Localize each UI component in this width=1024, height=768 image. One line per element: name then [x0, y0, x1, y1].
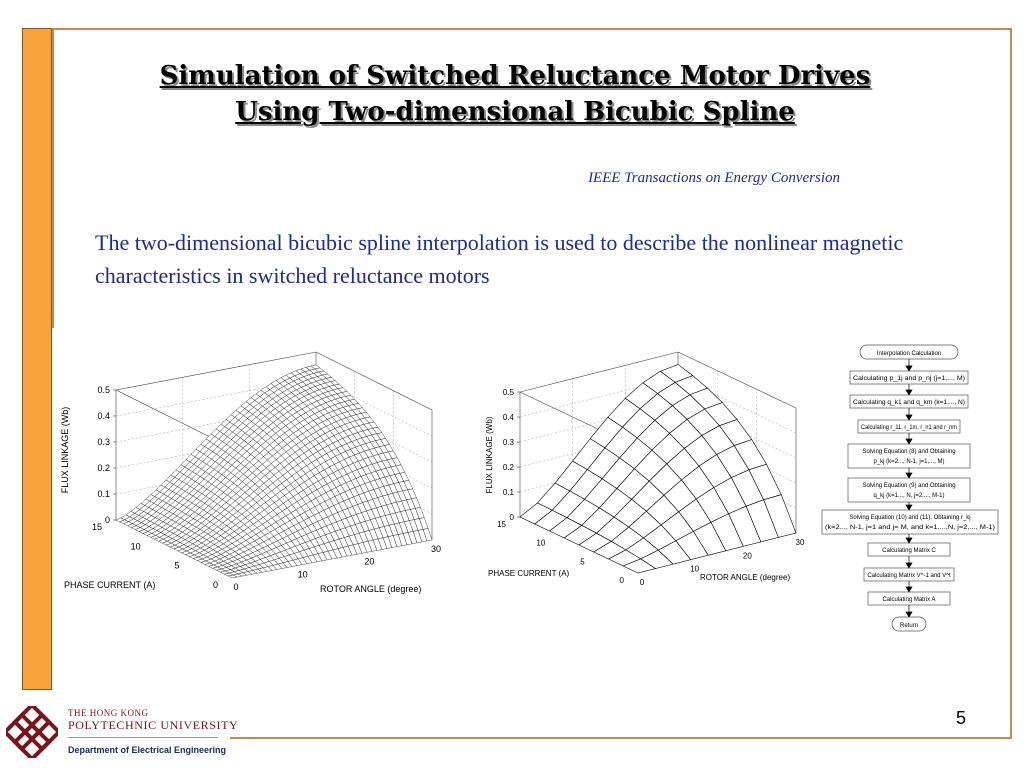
surface-plot-coarse-svg: 0 0.1 0.2 0.3 0.4 0.5 15 10 5 0 0 10 20 30 FLUX LINKAG…	[485, 351, 805, 587]
y-axis-label: ROTOR ANGLE (degree)	[320, 584, 421, 594]
angle-tick-label: 0	[233, 582, 238, 592]
z-axis-label: FLUX LINKAGE (Wb)	[60, 407, 70, 494]
z-tick-label: 0	[105, 515, 110, 525]
tick-labels: 0 0.1 0.2 0.3 0.4 0.5 15 10 5 0 0 10 20 30	[497, 388, 805, 587]
z-tick-label: 0.4	[97, 411, 110, 421]
angle-tick-label: 30	[431, 544, 441, 554]
flow-text-11: Calculating Matrix V^-1 and V^t	[867, 573, 951, 579]
university-name-line-2: Polytechnic University	[68, 718, 239, 732]
frame-top-line	[52, 28, 1012, 30]
flow-step-eq8: Solving Equation (8) and Obtaining p_kj …	[847, 443, 971, 469]
flow-text-5: p_kj (k=2..., N-1, j=1,..., M)	[873, 459, 944, 465]
z-tick-label: 0.3	[97, 437, 110, 447]
z-tick-label: 0.1	[97, 489, 110, 499]
slide-title: Simulation of Switched Reluctance Motor …	[60, 58, 970, 130]
angle-tick-label: 20	[364, 557, 374, 567]
flow-text-12: Calculating Matrix A	[882, 597, 935, 603]
flow-step-eq9: Solving Equation (9) and Obtaining q_kj …	[847, 477, 971, 503]
surface	[115, 364, 433, 579]
frame-bottom-line	[230, 737, 1012, 739]
z-tick-label: 0.1	[503, 488, 515, 497]
back-top-edge	[519, 351, 679, 393]
flow-step-matrix-c: Calculating Matrix C	[867, 542, 951, 557]
current-tick-label: 0	[620, 576, 625, 585]
z-tick-label: 0	[510, 513, 515, 522]
flow-text-10: Calculating Matrix C	[882, 548, 936, 554]
current-tick-label: 10	[536, 539, 545, 548]
flow-step-r: Calculating r_11, r_1m, r_n1 and r_nm	[857, 419, 961, 434]
angle-tick-label: 30	[796, 538, 805, 547]
flow-step-interpolation: Interpolation Calculation	[859, 344, 959, 360]
angle-tick-label: 10	[690, 565, 699, 574]
z-tick-label: 0.5	[503, 388, 515, 397]
university-name-line-1: The Hong Kong	[68, 708, 149, 718]
flow-text-7: q_kj (k=1..., N, j=2,..., M-1)	[873, 493, 944, 499]
z-tick-label: 0.2	[97, 463, 110, 473]
current-tick-label: 10	[131, 541, 141, 551]
angle-tick-label: 10	[298, 569, 308, 579]
surface	[519, 364, 797, 574]
current-tick-label: 0	[213, 580, 218, 590]
flow-text-0: Interpolation Calculation	[877, 351, 941, 357]
current-tick-label: 15	[497, 520, 506, 529]
flowchart-svg: Interpolation Calculation Calculating p_…	[821, 344, 999, 632]
grid-z-back	[519, 376, 679, 418]
department-name: Department of Electrical Engineering	[68, 745, 227, 755]
page-number: 5	[955, 708, 966, 728]
flow-text-8: Solving Equation (10) and (11), Obtainin…	[849, 515, 970, 521]
body-text: The two-dimensional bicubic spline inter…	[95, 230, 904, 288]
flow-text-1: Calculating p_1j and p_nj (j=1,..., M)	[853, 376, 965, 382]
back-top-edge	[115, 351, 317, 391]
university-logo-icon	[6, 706, 58, 758]
y-axis-label: ROTOR ANGLE (degree)	[700, 573, 790, 582]
flow-text-9: (k=2..., N-1, j=1 and j= M, and k=1,...,…	[825, 525, 995, 531]
surface-plot-coarse: 0 0.1 0.2 0.3 0.4 0.5 15 10 5 0 0 10 20 30 FLUX LINKAG…	[480, 345, 810, 590]
current-tick-label: 15	[92, 522, 102, 532]
tick-labels: 0 0.1 0.2 0.3 0.4 0.5 15 10 5 0 0 10 20 30	[92, 385, 441, 592]
frame-left-line	[52, 28, 54, 328]
angle-tick-label: 20	[743, 551, 752, 560]
right-top-edge	[315, 351, 433, 411]
z-tick-label: 0.2	[503, 463, 515, 472]
angle-tick-label: 0	[640, 578, 645, 587]
x-axis-label: PHASE CURRENT (A)	[64, 580, 155, 590]
x-axis-label: PHASE CURRENT (A)	[488, 569, 570, 578]
z-tick-label: 0.5	[97, 385, 110, 395]
frame-right-line	[1010, 28, 1012, 738]
flow-text-4: Solving Equation (8) and Obtaining	[862, 449, 955, 455]
flow-step-q: Calculating q_k1 and q_km (k=1,..., N)	[849, 394, 969, 409]
flow-step-p: Calculating p_1j and p_nj (j=1,..., M)	[849, 370, 969, 385]
flow-text-3: Calculating r_11, r_1m, r_n1 and r_nm	[861, 425, 957, 431]
flow-text-13: Return	[900, 623, 918, 629]
flow-step-return: Return	[891, 616, 927, 632]
grid-z-back	[519, 401, 679, 443]
flowchart: Interpolation Calculation Calculating p_…	[820, 342, 1000, 642]
title-line-2: Using Two-dimensional Bicubic Spline	[235, 97, 795, 127]
surface-facet	[763, 494, 797, 538]
flow-step-eq10: Solving Equation (10) and (11), Obtainin…	[821, 509, 999, 535]
z-tick-label: 0.4	[503, 413, 515, 422]
right-top-edge	[677, 351, 797, 409]
journal-name: IEEE Transactions on Energy Conversion	[588, 170, 840, 186]
current-tick-label: 5	[580, 557, 585, 566]
flow-step-matrix-v: Calculating Matrix V^-1 and V^t	[863, 567, 955, 582]
flow-text-6: Solving Equation (9) and Obtaining	[862, 483, 955, 489]
surface-plot-dense-svg: 0 0.1 0.2 0.3 0.4 0.5 15 10 5 0 0 10 20 30 FLUX LINKAG…	[60, 351, 441, 594]
z-tick-label: 0.3	[503, 438, 515, 447]
flow-text-2: Calculating q_k1 and q_km (k=1,..., N)	[853, 400, 965, 406]
title-line-1: Simulation of Switched Reluctance Motor …	[159, 61, 871, 91]
flow-step-matrix-a: Calculating Matrix A	[867, 591, 951, 606]
current-tick-label: 5	[174, 561, 179, 571]
surface-facet	[422, 528, 433, 542]
flow-arrows	[905, 359, 913, 618]
accent-bar	[22, 28, 52, 690]
footer-divider	[68, 737, 218, 738]
surface-plot-dense: 0 0.1 0.2 0.3 0.4 0.5 15 10 5 0 0 10 20 30 FLUX LINKAG…	[54, 330, 444, 600]
z-axis-label: FLUX LINKAGE (Wb)	[485, 416, 494, 493]
